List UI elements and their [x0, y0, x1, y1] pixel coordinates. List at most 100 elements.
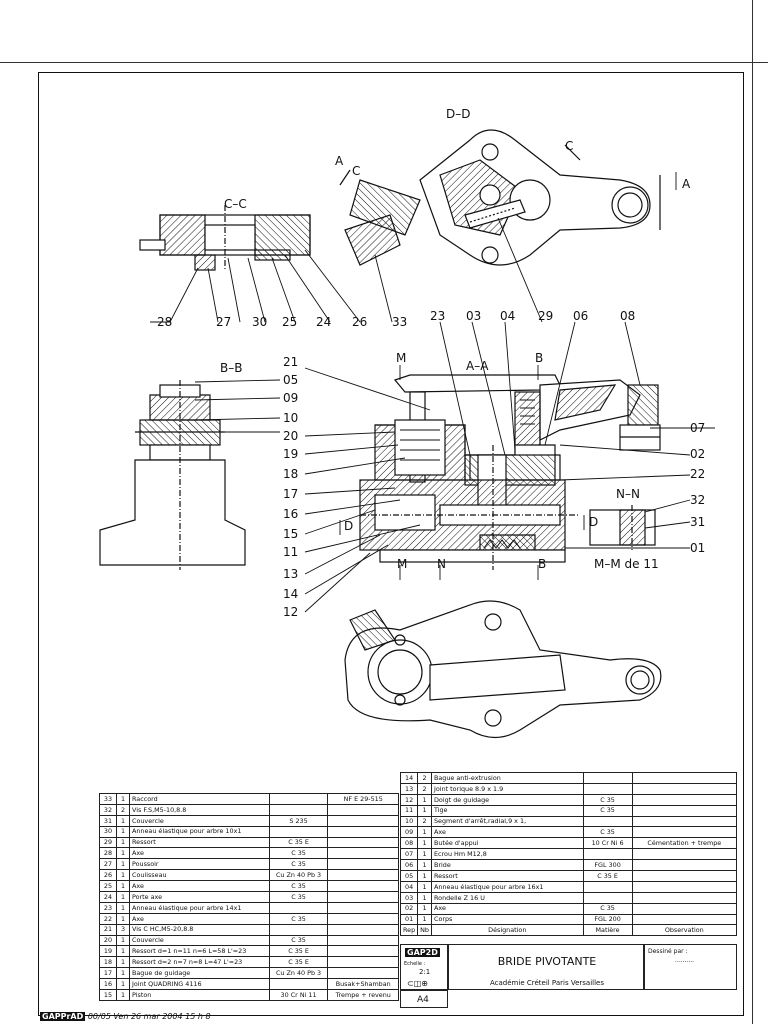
cell-observation: [631, 859, 738, 872]
cell-observation: [327, 858, 399, 871]
callout-20: 20: [283, 429, 298, 443]
cell-observation: [631, 880, 738, 893]
plot-footer: GAPPrAD 00/05 Ven 26 mar 2004 15 h 8: [40, 1012, 211, 1021]
cell-rep: 18: [99, 956, 117, 969]
callout-24: 24: [316, 315, 331, 329]
cell-nb: 2: [417, 772, 432, 784]
drawing-frame: [38, 72, 744, 1016]
cell-designation: Corps: [431, 913, 584, 926]
cell-rep: 27: [99, 858, 117, 871]
footer-text: 00/05 Ven 26 mar 2004 15 h 8: [87, 1012, 211, 1021]
callout-25: 25: [282, 315, 297, 329]
cell-matiere: C 35: [268, 934, 329, 947]
cell-nb: 2: [417, 815, 432, 828]
cell-observation: Busak+Shamban: [327, 978, 399, 991]
cell-designation: Axe: [129, 847, 270, 860]
cell-rep: 22: [99, 912, 117, 925]
callout-02: 02: [690, 447, 705, 461]
cell-rep: 10: [399, 815, 419, 828]
cell-observation: [327, 901, 399, 914]
cell-designation: Couvercle: [129, 814, 270, 827]
cell-designation: Axe: [129, 912, 270, 925]
view-title-aa: A–A: [466, 359, 489, 373]
section-mark-m2: M: [397, 557, 407, 571]
cell-observation: [631, 793, 738, 806]
leader-lines: [150, 172, 715, 613]
cell-observation: [327, 869, 399, 882]
cell-designation: Doigt de guidage: [431, 793, 584, 806]
section-mark-a2: A: [682, 177, 691, 191]
cell-rep: 21: [99, 923, 117, 936]
title-block: GAP2D Echelle : 2:1 ⊂◫⊕ BRIDE PIVOTANTE …: [400, 944, 737, 1008]
cell-rep: 19: [99, 945, 117, 958]
cell-observation: [327, 945, 399, 958]
cell-nb: 1: [116, 847, 130, 860]
title-box: BRIDE PIVOTANTE Académie Créteil Paris V…: [448, 944, 644, 990]
callout-22: 22: [690, 467, 705, 481]
cell-designation: Raccord: [129, 793, 270, 805]
cell-nb: 1: [417, 793, 432, 806]
callout-29: 29: [538, 309, 553, 323]
cell-designation: Segment d'arrêt,radial,9 x 1,: [431, 815, 584, 828]
cell-rep: 31: [99, 814, 117, 827]
cell-matiere: [582, 880, 633, 893]
cell-matiere: C 35: [268, 912, 329, 925]
cell-rep: 08: [399, 837, 419, 850]
cell-designation: Vis C HC,M5-20,8.8: [129, 923, 270, 936]
cell-matiere: C 35: [582, 793, 633, 806]
cell-designation: Bride: [431, 859, 584, 872]
cell-designation: Ressort d=1 n=11 n=6 L=58 L'=23: [129, 945, 270, 958]
section-markers: A C C A M B D D M N B: [335, 139, 691, 571]
cell-rep: 05: [399, 870, 419, 882]
cell-nb: 2: [116, 803, 130, 816]
sheet-format: A4: [417, 995, 429, 1005]
drawn-by-box: Dessiné par : ..........: [644, 944, 737, 990]
scale-label: Echelle :: [404, 961, 426, 967]
cell-nb: 1: [417, 913, 432, 926]
cell-nb: 1: [417, 870, 432, 882]
cell-nb: 1: [116, 934, 130, 947]
view-title-mm: M–M de 11: [594, 557, 659, 571]
cell-rep: 15: [99, 989, 117, 1001]
view-dd: [339, 129, 661, 266]
callout-07: 07: [690, 421, 705, 435]
cell-designation: Anneau élastique pour arbre 10x1: [129, 825, 270, 838]
cell-rep: 20: [99, 934, 117, 947]
view-title-cc: C–C: [224, 197, 247, 211]
cell-matiere: C 35: [268, 858, 329, 871]
cell-matiere: S 235: [268, 814, 329, 827]
callout-01: 01: [690, 541, 705, 555]
cell-matiere: C 35: [582, 804, 633, 817]
cell-designation: Joint torique 8.9 x 1.9: [431, 782, 584, 795]
cell-matiere: [268, 901, 329, 914]
cell-designation: Axe: [431, 826, 584, 839]
section-mark-m: M: [396, 351, 406, 365]
cell-nb: 1: [116, 956, 130, 969]
view-bb: [99, 380, 246, 570]
cell-nb: 1: [116, 967, 130, 980]
cell-matiere: C 35: [582, 902, 633, 915]
cell-observation: [327, 956, 399, 969]
callout-31: 31: [690, 515, 705, 529]
cell-designation: Joint QUADRING 4116: [129, 978, 270, 991]
cell-nb: 1: [116, 814, 130, 827]
cell-rep: 17: [99, 967, 117, 980]
cell-matiere: C 35 E: [582, 870, 633, 882]
callout-21: 21: [283, 355, 298, 369]
cell-nb: 1: [116, 891, 130, 903]
cell-rep: 24: [99, 891, 117, 903]
format-box: A4: [400, 990, 448, 1008]
cell-nb: 3: [116, 923, 130, 936]
view-aa-assembly: [359, 374, 661, 570]
cell-matiere: [582, 891, 633, 904]
